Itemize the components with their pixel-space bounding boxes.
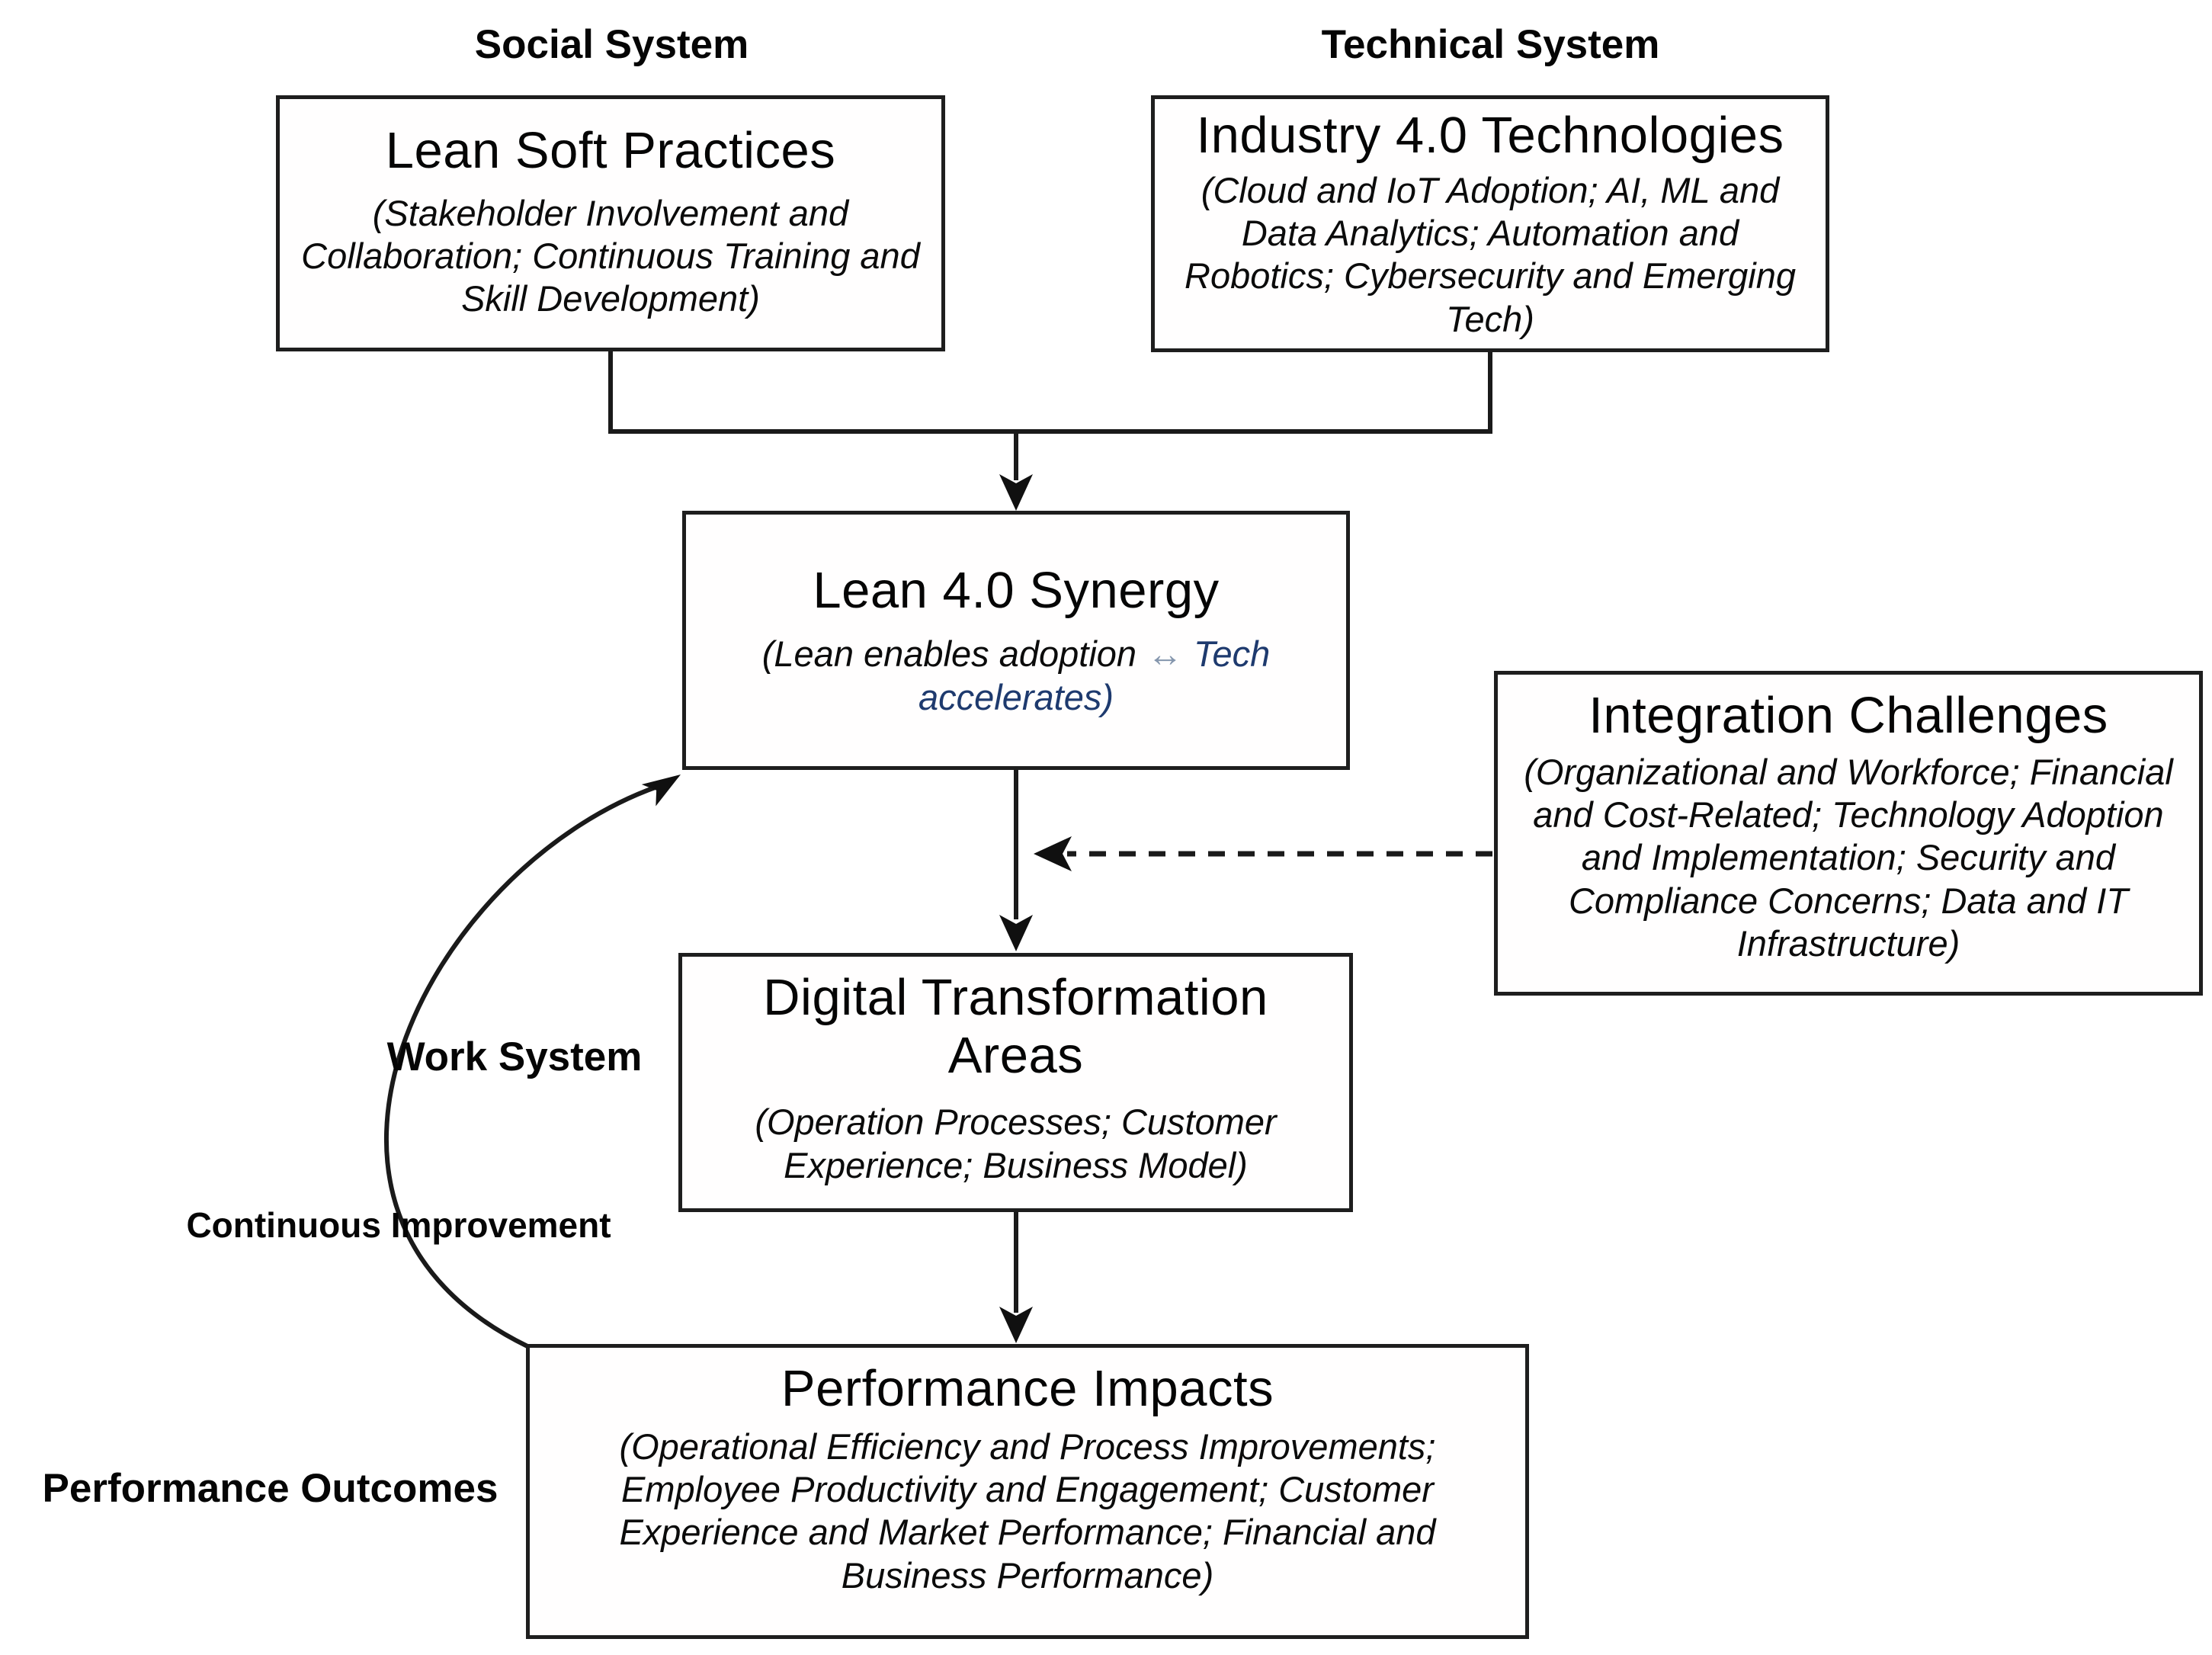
subtitle-line: Employee Productivity and Engagement; Cu…	[621, 1469, 1434, 1510]
node-digital-transformation-areas: Digital Transformation Areas (Operation …	[678, 953, 1353, 1212]
subtitle-line: Business Performance)	[841, 1554, 1214, 1596]
synergy-sub-prefix: (Lean enables adoption	[761, 633, 1137, 675]
subtitle-line: Tech)	[1446, 298, 1534, 339]
performance-outcomes-label: Performance Outcomes	[42, 1466, 499, 1511]
subtitle-line: Skill Development)	[461, 278, 760, 319]
node-subtitle: (Operational Efficiency and Process Impr…	[619, 1426, 1435, 1598]
subtitle-line: Infrastructure)	[1736, 923, 1960, 964]
node-title: Digital Transformation Areas	[763, 969, 1268, 1084]
work-system-label: Work System	[386, 1034, 643, 1079]
continuous-improvement-label: Continuous Improvement	[186, 1205, 611, 1245]
subtitle-line: Robotics; Cybersecurity and Emerging	[1185, 255, 1796, 297]
subtitle-line: and Cost-Related; Technology Adoption	[1533, 794, 2164, 836]
subtitle-line: Collaboration; Continuous Training and	[301, 236, 920, 277]
subtitle-line: accelerates)	[918, 676, 1114, 717]
title-line: Digital Transformation	[763, 969, 1268, 1026]
subtitle-line: Experience; Business Model)	[784, 1144, 1248, 1185]
subtitle-line: Experience and Market Performance; Finan…	[619, 1512, 1436, 1553]
arrow-merge-to-synergy-head	[999, 474, 1033, 511]
node-title: Integration Challenges	[1588, 687, 2108, 744]
node-subtitle: (Operation Processes; Customer Experienc…	[755, 1101, 1276, 1187]
bidirectional-arrow-icon: ↔	[1147, 633, 1184, 675]
subtitle-line: (Lean enables adoption↔Tech	[762, 633, 1270, 675]
node-lean-soft-practices: Lean Soft Practices (Stakeholder Involve…	[276, 95, 945, 351]
subtitle-line: and Implementation; Security and	[1581, 837, 2116, 878]
node-subtitle: (Organizational and Workforce; Financial…	[1524, 751, 2173, 966]
node-title: Industry 4.0 Technologies	[1196, 107, 1784, 164]
subtitle-line: Compliance Concerns; Data and IT	[1568, 880, 2129, 921]
dashed-integration-arrow-head	[1034, 836, 1072, 871]
subtitle-line: (Operational Efficiency and Process Impr…	[619, 1426, 1436, 1467]
node-integration-challenges: Integration Challenges (Organizational a…	[1494, 671, 2203, 996]
node-subtitle: (Lean enables adoption↔Tech accelerates)	[762, 633, 1270, 719]
synergy-sub-tech: Tech	[1194, 633, 1271, 675]
social-system-label: Social System	[474, 22, 749, 67]
node-industry-40-technologies: Industry 4.0 Technologies (Cloud and IoT…	[1151, 95, 1829, 352]
technical-system-label: Technical System	[1321, 22, 1660, 67]
subtitle-line: (Stakeholder Involvement and	[372, 192, 849, 233]
merge-connector-line	[608, 349, 1492, 434]
title-line: Areas	[947, 1026, 1084, 1084]
node-performance-impacts: Performance Impacts (Operational Efficie…	[526, 1344, 1529, 1639]
continuous-improvement-curve-head	[641, 775, 681, 807]
node-title: Lean 4.0 Synergy	[813, 561, 1220, 619]
arrow-digital-to-performance-head	[999, 1307, 1033, 1343]
node-subtitle: (Stakeholder Involvement and Collaborati…	[301, 192, 920, 321]
continuous-improvement-curve	[383, 784, 659, 1349]
node-subtitle: (Cloud and IoT Adoption; AI, ML and Data…	[1185, 169, 1796, 342]
node-title: Lean Soft Practices	[385, 122, 836, 179]
subtitle-line: Data Analytics; Automation and	[1241, 213, 1739, 254]
node-lean-40-synergy: Lean 4.0 Synergy (Lean enables adoption↔…	[682, 511, 1350, 770]
node-title: Performance Impacts	[781, 1360, 1274, 1417]
subtitle-line: (Organizational and Workforce; Financial	[1524, 751, 2173, 792]
subtitle-line: (Cloud and IoT Adoption; AI, ML and	[1201, 169, 1780, 210]
arrow-synergy-to-digital-head	[999, 915, 1033, 951]
subtitle-line: (Operation Processes; Customer	[755, 1102, 1277, 1143]
